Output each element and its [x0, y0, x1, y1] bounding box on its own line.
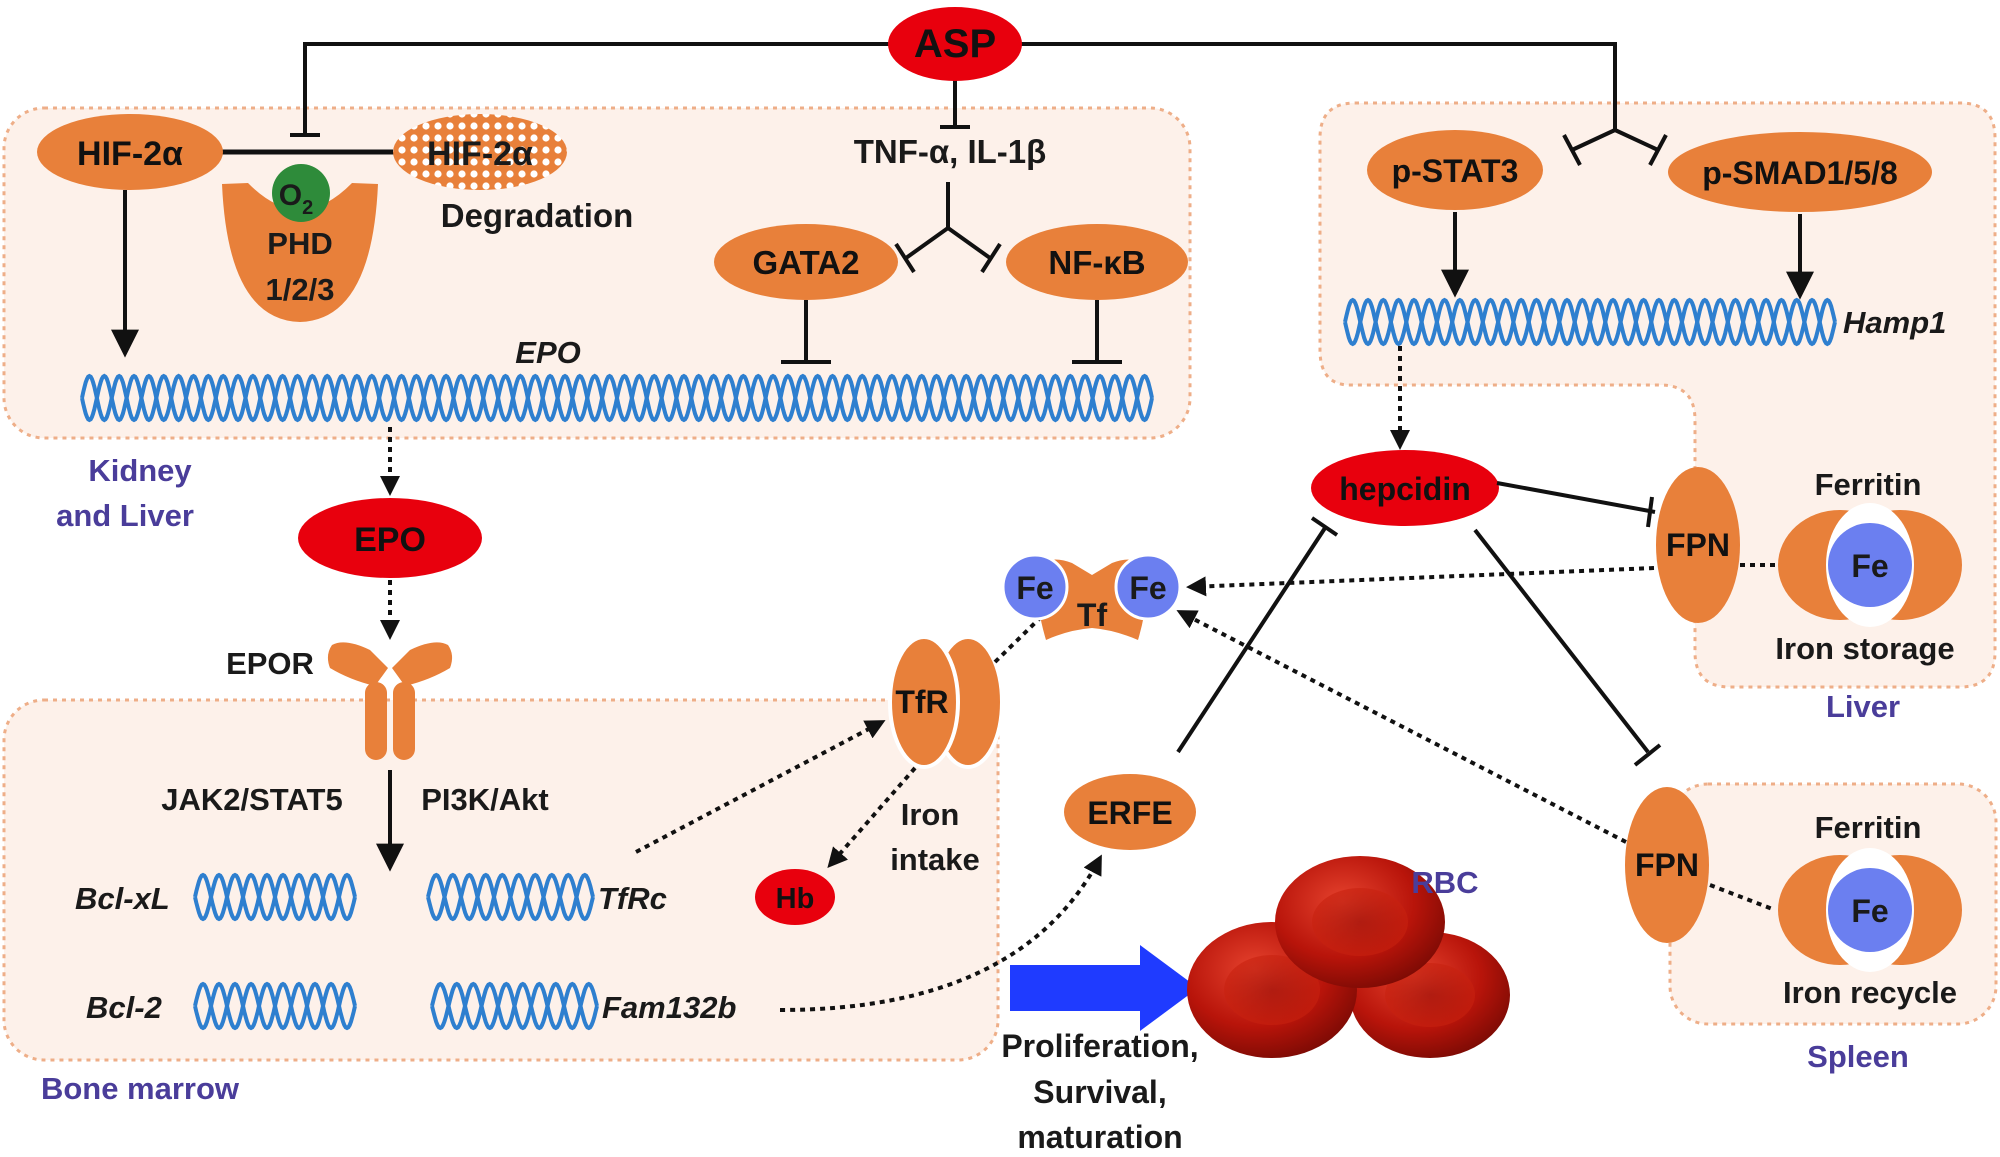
- erfe-node: [1064, 774, 1196, 850]
- hif-active-label: HIF-2α: [77, 135, 183, 173]
- erfe-inhibition: [1176, 516, 1339, 754]
- fpn-spleen-to-tf-arrow: [1176, 610, 1627, 844]
- outcome-label-1: Proliferation,: [1001, 1028, 1198, 1064]
- ferritin-spleen: [1778, 848, 1962, 972]
- phd-label: PHD: [267, 226, 332, 261]
- hb-node: [755, 869, 835, 925]
- fe-spleen-label: Fe: [1851, 893, 1888, 929]
- dna-tfrc: [426, 872, 595, 922]
- tfr-to-hb-arrow: [827, 766, 917, 869]
- gata2-label: GATA2: [753, 244, 860, 281]
- fpn-liver-label: FPN: [1666, 527, 1730, 563]
- region-bone-marrow: [2, 698, 1000, 1062]
- epo-gene-label: EPO: [515, 335, 580, 370]
- pstat3-node: [1367, 130, 1543, 210]
- ferritin-spleen-label: Ferritin: [1815, 810, 1922, 845]
- iron-intake-label-2: intake: [890, 842, 980, 877]
- iron-intake-label-1: Iron: [901, 797, 960, 832]
- proliferation-arrow: [1010, 945, 1198, 1031]
- phd-isoforms-label: 1/2/3: [266, 272, 335, 307]
- bclxl-label: Bcl-xL: [75, 881, 170, 916]
- fe-left-label: Fe: [1016, 570, 1053, 606]
- fe-right-label: Fe: [1129, 570, 1166, 606]
- fam132b-to-erfe-arrow: [779, 854, 1102, 1012]
- nfkb-node: [1006, 224, 1188, 300]
- hepcidin-label: hepcidin: [1339, 471, 1471, 507]
- tfr-to-tf-line: [993, 616, 1042, 664]
- psmad-node: [1668, 132, 1932, 212]
- epo-node: [298, 498, 482, 578]
- fam132b-label: Fam132b: [602, 990, 736, 1025]
- erfe-label: ERFE: [1087, 795, 1172, 831]
- region-label-bone-marrow: Bone marrow: [41, 1071, 240, 1106]
- asp-label: ASP: [914, 22, 996, 66]
- degradation-label: Degradation: [441, 197, 634, 234]
- hamp1-label: Hamp1: [1843, 305, 1946, 340]
- region-label-liver: Liver: [1826, 689, 1900, 724]
- bcl2-label: Bcl-2: [86, 990, 162, 1025]
- cytokine-inhibition: [894, 182, 1002, 274]
- asp-inhibition-lines: [290, 42, 1668, 166]
- gata2-nfkb-inhibition: [781, 300, 1122, 364]
- fpn-liver-to-tf-arrow: [1186, 566, 1655, 597]
- ferritin-liver-label: Ferritin: [1815, 467, 1922, 502]
- hb-label: Hb: [776, 883, 815, 915]
- asp-node: [888, 7, 1022, 81]
- region-label-spleen: Spleen: [1807, 1039, 1909, 1074]
- region-label-kidney: Kidney: [88, 453, 192, 488]
- nfkb-label: NF-κB: [1048, 244, 1145, 281]
- hif-degraded-label: HIF-2α: [427, 135, 533, 173]
- tfrc-to-tfr-arrow: [635, 720, 886, 854]
- ferritin-liver: [1778, 503, 1962, 627]
- iron-storage-label: Iron storage: [1775, 631, 1954, 666]
- fe-right-atom: [1114, 553, 1182, 621]
- hif-degraded-node: [393, 114, 567, 190]
- dna-bclxl: [193, 872, 357, 922]
- cytokines-label: TNF-α, IL-1β: [854, 133, 1047, 170]
- tfr-receptor: [888, 635, 1004, 769]
- fe-left-atom: [1001, 553, 1069, 621]
- dna-bcl2: [193, 981, 357, 1031]
- fpn-spleen-node: [1625, 787, 1709, 943]
- tfr-label: TfR: [895, 684, 948, 720]
- hepcidin-inhibitions: [1473, 481, 1662, 767]
- ferritin-spleen-to-fpn: [1709, 883, 1776, 912]
- gata2-node: [714, 224, 898, 300]
- o2-molecule: [272, 164, 330, 222]
- outcome-label-3: maturation: [1017, 1119, 1182, 1152]
- epo-label: EPO: [354, 521, 426, 559]
- outcome-label-2: Survival,: [1033, 1074, 1166, 1110]
- epor-receptor: [327, 642, 453, 760]
- red-blood-cells: [1187, 856, 1510, 1058]
- rbc-label: RBC: [1411, 865, 1478, 900]
- jak-stat-label: JAK2/STAT5: [161, 782, 342, 817]
- phd-enzyme: [222, 183, 378, 322]
- hif-active-node: [37, 114, 223, 190]
- fe-liver-label: Fe: [1851, 548, 1888, 584]
- psmad-label: p-SMAD1/5/8: [1702, 155, 1898, 191]
- tf-label: Tf: [1077, 597, 1108, 633]
- dna-hamp1: [1343, 297, 1837, 347]
- dna-epo: [80, 373, 1154, 423]
- epor-label: EPOR: [226, 646, 314, 681]
- o2-label: O2: [279, 179, 313, 219]
- pi3k-label: PI3K/Akt: [421, 782, 548, 817]
- dna-fam132b: [430, 981, 599, 1031]
- tfrc-label: TfRc: [598, 881, 667, 916]
- hepcidin-node: [1311, 450, 1499, 526]
- fpn-liver-node: [1656, 467, 1740, 623]
- iron-recycle-label: Iron recycle: [1783, 975, 1957, 1010]
- fpn-spleen-label: FPN: [1635, 847, 1699, 883]
- pstat3-label: p-STAT3: [1392, 153, 1519, 189]
- region-label-and-liver: and Liver: [56, 498, 194, 533]
